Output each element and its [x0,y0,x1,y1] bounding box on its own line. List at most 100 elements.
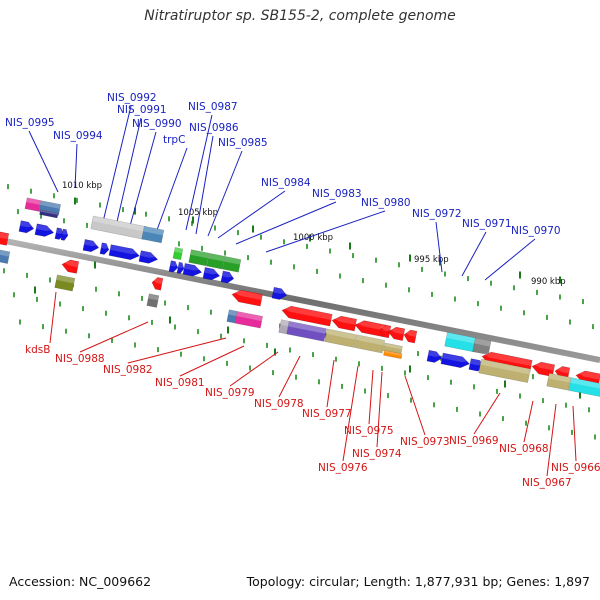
gene-label-reverse: NIS_0966 [551,462,600,474]
gene-block-shine [26,197,41,205]
gene-label-reverse: NIS_0988 [55,353,105,365]
gene-block-body [354,334,386,354]
gene-body [18,220,35,234]
gene-block-shine [356,334,385,346]
gene-block-body [206,252,226,270]
feature-block [234,310,264,329]
gene-body [60,228,69,241]
gene-body [202,267,221,281]
gene-label-reverse: NIS_0976 [318,462,368,474]
feature-block [54,274,76,292]
gene-label-reverse: NIS_0974 [352,448,402,460]
leader-line [79,321,149,353]
gene-body [440,352,470,369]
leader-line [28,130,59,193]
reverse-gene [554,366,571,380]
leader-line [179,345,245,377]
feature-block [206,252,226,270]
accession-text: Accession: NC_009662 [9,574,152,589]
gene-body [426,349,443,363]
gene-body [99,242,110,255]
forward-gene [440,352,470,369]
feature-block [146,293,160,308]
gene-shine [380,325,391,332]
gene-label-forward: NIS_0991 [117,104,167,116]
scale-label: 995 kbp [414,255,449,265]
gene-block-body [172,247,184,261]
feature-block [222,256,242,273]
scale-label: 1000 kbp [293,233,333,243]
forward-gene [108,244,140,261]
gene-shine [184,263,203,271]
gene-shine [428,350,443,357]
forward-gene [82,239,100,253]
gene-block-shine [56,274,75,284]
gene-block-body [478,358,531,384]
gene-body [168,260,179,273]
reverse-gene [281,305,333,327]
forward-gene [99,242,110,255]
gene-shine [332,316,357,325]
leader-line [461,231,487,277]
gene-body [220,270,235,284]
feature-block [0,248,11,264]
leader-line [342,365,359,462]
feature-block [478,358,531,384]
feature-block [90,215,147,240]
gene-block-shine [174,247,183,254]
leader-line [195,135,214,235]
gene-block-body [0,248,11,264]
leader-line [101,105,132,227]
gene-label-forward: NIS_0990 [132,118,182,130]
feature-block [472,337,492,356]
gene-shine [0,232,9,240]
reverse-gene [61,259,80,274]
feature-block [354,334,386,354]
gene-block-shine [280,319,290,327]
gene-body [379,324,392,339]
gene-label-reverse: NIS_0969 [449,435,499,447]
leader-line [572,405,577,462]
gene-shine [56,228,65,234]
gene-block-shine [446,332,477,344]
gene-body [151,277,164,291]
gene-shine [442,353,470,363]
forward-gene [18,220,35,234]
feature-block [383,349,403,360]
feature-block [278,319,290,335]
topology-text: Topology: circular; Length: 1,877,931 bp… [246,574,590,589]
gene-block-body [472,337,492,356]
gene-shine [84,239,100,247]
gene-label-reverse: NIS_0978 [254,398,304,410]
gene-block-shine [148,293,159,301]
gene-label-forward: NIS_0983 [312,188,362,200]
gene-shine [388,327,405,335]
gene-block-body [383,349,403,360]
feature-block [286,320,327,342]
reverse-gene [231,289,263,307]
gene-body [182,263,203,277]
gene-body [108,244,140,261]
gene-shine [101,243,110,249]
gene-block-body [54,274,76,292]
gene-label-reverse: kdsB [25,344,50,356]
leader-line [156,147,188,231]
gene-block-body [546,372,572,391]
gene-block-shine [228,309,238,316]
gene-block-shine [190,249,209,259]
gene-shine [152,277,163,285]
gene-block-shine [236,311,263,322]
gene-label-forward: NIS_0992 [107,92,157,104]
gene-block-body [188,249,210,267]
forward-gene [202,267,221,281]
genome-backbone [0,237,600,363]
gene-label-forward: NIS_0985 [218,137,268,149]
gene-block-shine [326,328,357,340]
feature-block [141,225,165,244]
leader-line [127,337,227,364]
gene-body [61,259,80,274]
gene-block-shine [384,350,403,356]
gene-body [82,239,100,253]
forward-gene [34,223,55,237]
